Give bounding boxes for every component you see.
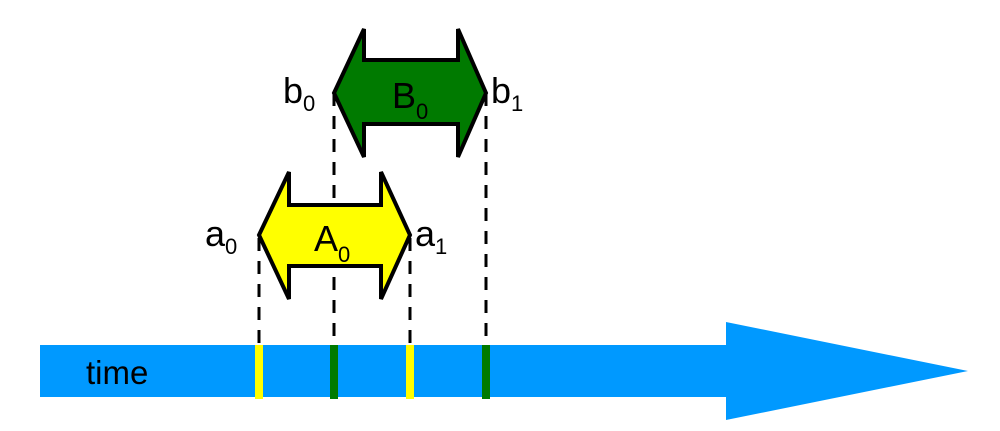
tick-a1 [406,345,414,399]
tick-b1 [482,345,490,399]
endpoint-label-a1: a1 [415,213,447,259]
endpoint-label-a0: a0 [205,213,237,259]
tick-b0 [330,345,338,399]
interval-b-label: B0 [392,75,428,124]
interval-b-arrow [331,28,489,158]
interval-a-arrow [256,171,413,300]
endpoint-label-b1: b1 [491,70,523,116]
interval-a-label: A0 [314,218,350,267]
tick-a0 [255,345,263,399]
time-axis-arrow [40,322,968,420]
endpoint-label-b0: b0 [283,70,315,116]
time-axis-label: time [86,354,148,391]
